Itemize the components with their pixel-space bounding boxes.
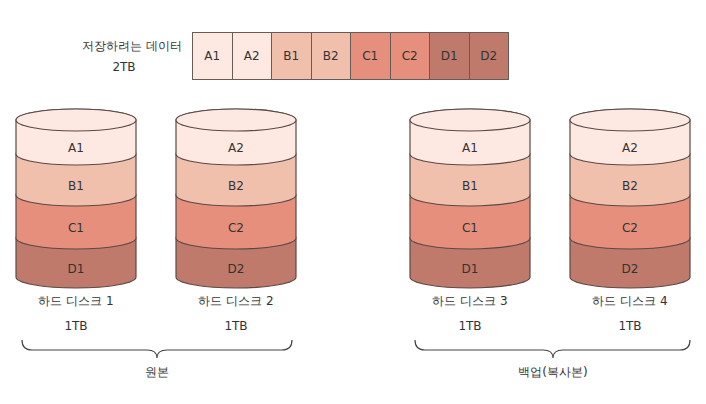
- disk-top: [16, 109, 136, 131]
- disk-layer: D1: [20, 249, 132, 288]
- disk-layer: B2: [180, 165, 292, 206]
- disk-top: [176, 109, 296, 131]
- disk-layer: B2: [574, 165, 686, 206]
- data-block-cell: C1: [350, 32, 391, 80]
- layer-label: B1: [68, 179, 84, 193]
- disk-capacity: 1TB: [570, 319, 690, 333]
- data-block-cell: B1: [271, 32, 312, 80]
- data-block-cell: A1: [192, 32, 233, 80]
- disk-layer: D2: [180, 249, 292, 288]
- disk-layer: C2: [180, 206, 292, 249]
- disk-layer: A1: [414, 131, 526, 165]
- layer-label: C1: [462, 221, 478, 235]
- cell-label: A1: [204, 49, 220, 63]
- data-block-cell: C2: [390, 32, 431, 80]
- disk-layer: A2: [180, 131, 292, 165]
- disk-layer: D1: [414, 249, 526, 288]
- data-block-cell: B2: [311, 32, 352, 80]
- cell-label: B2: [323, 49, 339, 63]
- cell-label: D2: [480, 49, 497, 63]
- disk-top: [410, 109, 530, 131]
- layer-label: A2: [622, 141, 638, 155]
- layer-label: C1: [68, 221, 84, 235]
- disk-name: 하드 디스크 1: [16, 293, 136, 310]
- cell-label: C1: [362, 49, 378, 63]
- disk-layer: C1: [20, 206, 132, 249]
- disk-layer: C2: [574, 206, 686, 249]
- disk-layer: A2: [574, 131, 686, 165]
- data-title: 저장하려는 데이터: [82, 38, 182, 55]
- layer-label: A1: [462, 141, 478, 155]
- hard-disk: 하드 디스크 2 1TB A2B2C2D2: [176, 109, 296, 339]
- disk-capacity: 1TB: [16, 319, 136, 333]
- layer-label: C2: [228, 221, 244, 235]
- layer-label: A2: [228, 141, 244, 155]
- layer-label: B2: [228, 179, 244, 193]
- disk-name: 하드 디스크 3: [410, 293, 530, 310]
- hard-disk: 하드 디스크 4 1TB A2B2C2D2: [570, 109, 690, 339]
- disk-layer-shape: [410, 109, 530, 165]
- hard-disk: 하드 디스크 3 1TB A1B1C1D1: [410, 109, 530, 339]
- cell-label: A2: [244, 49, 260, 63]
- layer-label: C2: [622, 221, 638, 235]
- data-block-cell: D2: [469, 32, 510, 80]
- layer-label: D1: [462, 262, 479, 276]
- group-label: 원본: [145, 364, 169, 381]
- data-block-cell: D1: [429, 32, 470, 80]
- data-size: 2TB: [112, 60, 135, 74]
- cell-label: B1: [283, 49, 299, 63]
- disk-layer-shape: [570, 109, 690, 165]
- disk-capacity: 1TB: [176, 319, 296, 333]
- disk-name: 하드 디스크 4: [570, 293, 690, 310]
- disk-layer-shape: [176, 109, 296, 165]
- hard-disk: 하드 디스크 1 1TB A1B1C1D1: [16, 109, 136, 339]
- layer-label: D2: [622, 262, 639, 276]
- cell-label: C2: [402, 49, 418, 63]
- disk-layer: C1: [414, 206, 526, 249]
- brace: [22, 340, 690, 358]
- disk-layer-shape: [16, 109, 136, 165]
- data-block-cell: A2: [232, 32, 273, 80]
- disk-top: [570, 109, 690, 131]
- layer-label: B2: [622, 179, 638, 193]
- layer-label: A1: [68, 141, 84, 155]
- disk-layer: D2: [574, 249, 686, 288]
- cell-label: D1: [441, 49, 458, 63]
- group-label: 백업(복사본): [518, 364, 587, 381]
- disk-layer: B1: [414, 165, 526, 206]
- disk-layer: A1: [20, 131, 132, 165]
- layer-label: D1: [68, 262, 85, 276]
- layer-label: D2: [228, 262, 245, 276]
- layer-label: B1: [462, 179, 478, 193]
- disk-name: 하드 디스크 2: [176, 293, 296, 310]
- disk-capacity: 1TB: [410, 319, 530, 333]
- disk-layer: B1: [20, 165, 132, 206]
